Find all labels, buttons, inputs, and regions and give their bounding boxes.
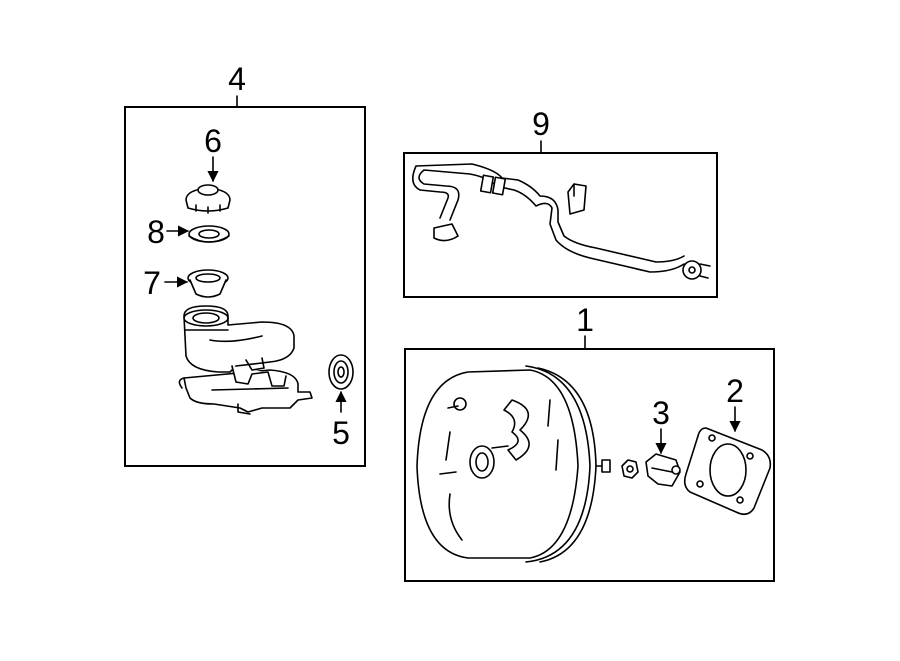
callout-8: 8 <box>147 214 165 250</box>
callout-2: 2 <box>726 373 744 409</box>
filter-part <box>187 269 229 298</box>
seal-part <box>328 354 354 390</box>
master-cylinder-body <box>178 305 313 415</box>
brake-booster-part <box>416 365 611 563</box>
nut-part <box>621 459 639 479</box>
strainer-part <box>188 225 230 243</box>
callout-6: 6 <box>204 123 222 159</box>
brake-booster-group: 1 <box>404 302 775 582</box>
clevis-part <box>645 453 681 487</box>
reservoir-cap-part <box>185 184 231 214</box>
vacuum-hose-group: 9 <box>403 106 718 298</box>
master-cylinder-box <box>124 106 366 467</box>
brake-booster-box <box>404 348 775 582</box>
callout-1: 1 <box>576 302 594 338</box>
callout-7: 7 <box>143 265 161 301</box>
callout-4: 4 <box>228 61 246 97</box>
vacuum-hose-part <box>412 163 711 280</box>
callout-5: 5 <box>332 415 350 451</box>
gasket-part <box>683 427 772 516</box>
callout-9: 9 <box>532 106 550 142</box>
master-cylinder-group: 4 6 8 7 <box>124 61 366 467</box>
callout-3: 3 <box>652 395 670 431</box>
vacuum-hose-box <box>403 152 718 298</box>
